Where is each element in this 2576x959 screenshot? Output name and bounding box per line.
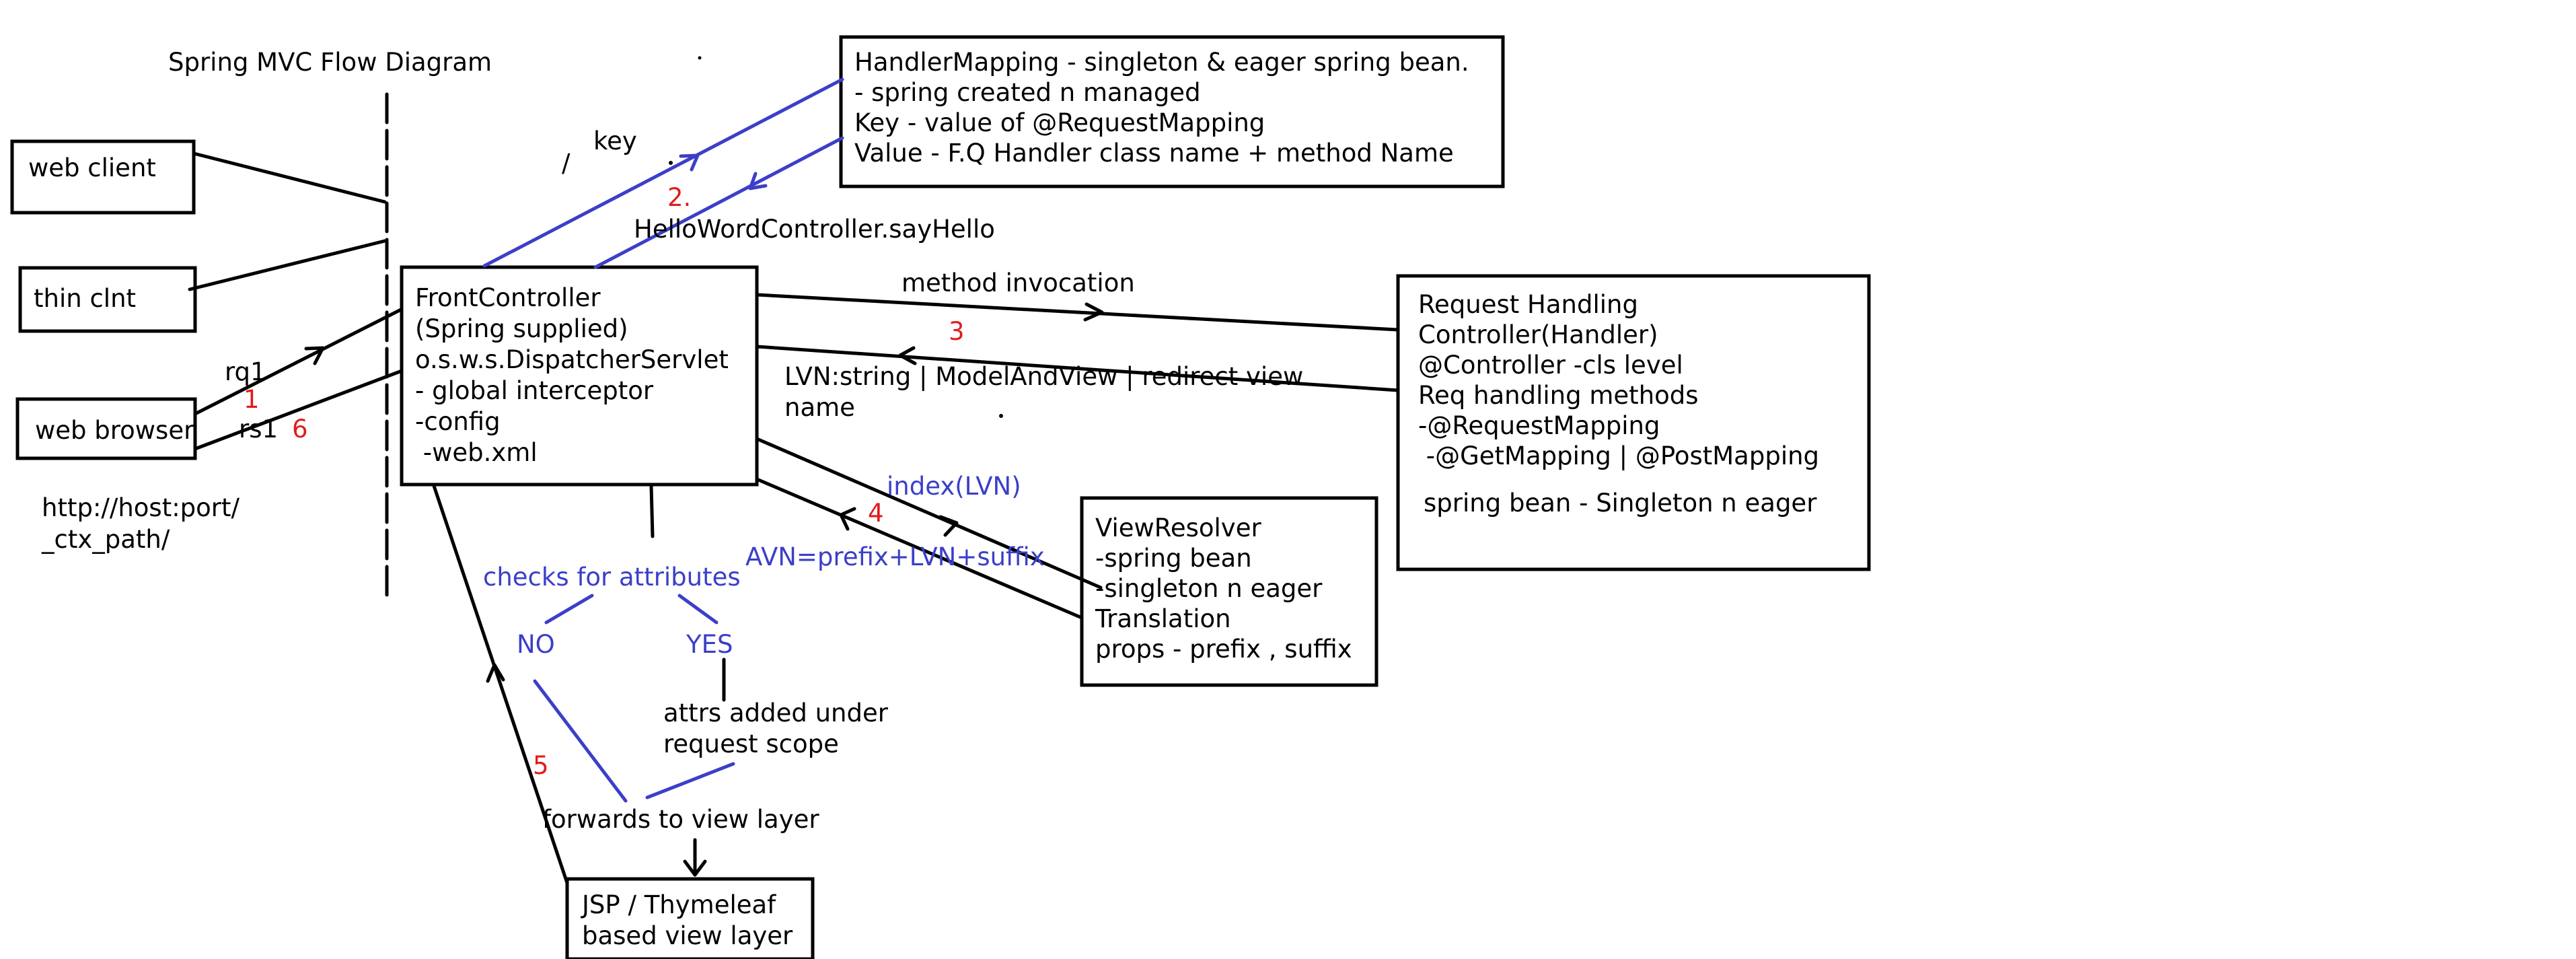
method-invocation-arrowhead: [1083, 302, 1104, 322]
step-5-label: 5: [533, 751, 549, 780]
yes-to-forward-line: [645, 762, 735, 800]
url-line-1: http://host:port/: [42, 493, 240, 522]
view-layer-line-2: based view layer: [582, 921, 793, 950]
key-request-line: [482, 77, 844, 268]
handler-mapping-line-4: Value - F.Q Handler class name + method …: [854, 139, 1454, 168]
handler-mapping-line-1: HandlerMapping - singleton & eager sprin…: [854, 48, 1469, 77]
front-controller-line-3: o.s.w.s.DispatcherServlet: [415, 345, 729, 374]
web-browser-box: web browser: [15, 397, 197, 460]
request-handler-line-6: -@GetMapping | @PostMapping: [1418, 441, 1819, 470]
index-lvn-line: [755, 437, 1103, 590]
view-resolver-line-2: -spring bean: [1095, 544, 1252, 573]
request-handler-line-5: -@RequestMapping: [1418, 411, 1660, 440]
stray-dot: [999, 414, 1003, 418]
slash-label: /: [562, 149, 571, 178]
avn-label: AVN=prefix+LVN+suffix: [745, 542, 1045, 571]
thin-client-box: thin clnt: [18, 266, 197, 333]
stray-dot: [669, 161, 673, 165]
view-resolver-line-3: -singleton n eager: [1095, 574, 1323, 603]
no-to-forward-line: [533, 679, 628, 803]
index-lvn-label: index(LVN): [887, 472, 1021, 501]
step-1-label: 1: [244, 385, 260, 414]
view-resolver-line-4: Translation: [1095, 604, 1231, 633]
view-layer-box: JSP / Thymeleaf based view layer: [565, 877, 815, 959]
no-branch-line: [544, 594, 594, 625]
avn-return-arrowhead: [839, 507, 856, 531]
request-handler-line-1: Request Handling: [1418, 290, 1638, 319]
attrs-added-line-2: request scope: [663, 730, 839, 758]
view-resolver-line-1: ViewResolver: [1095, 513, 1261, 542]
lvn-return-arrowhead: [898, 346, 917, 365]
url-line-2: _ctx_path/: [41, 525, 170, 554]
request-handler-line-2: Controller(Handler): [1418, 320, 1658, 349]
no-label: NO: [517, 630, 555, 659]
handler-name-label: HelloWordController.sayHello: [634, 215, 995, 244]
request-arrowhead: [304, 346, 325, 365]
web-browser-label: web browser: [35, 416, 194, 445]
request-handler-box: Request Handling Controller(Handler) @Co…: [1396, 274, 1871, 571]
rs1-label: rs1: [239, 415, 278, 443]
view-resolver-box: ViewResolver -spring bean -singleton n e…: [1080, 496, 1378, 687]
checks-stem-line: [649, 484, 655, 538]
front-controller-line-2: (Spring supplied): [415, 314, 628, 343]
yes-label: YES: [686, 630, 733, 659]
web-client-label: web client: [28, 153, 156, 182]
lvn-return-line-2: name: [784, 393, 855, 422]
diagram-title: Spring MVC Flow Diagram: [168, 48, 492, 77]
stray-dot: [698, 56, 702, 60]
handler-return-line: [593, 136, 844, 269]
lvn-return-line-1: LVN:string | ModelAndView | redirect vie…: [784, 362, 1303, 391]
request-handler-line-3: @Controller -cls level: [1418, 351, 1683, 380]
web-client-box: web client: [10, 139, 196, 215]
key-label: key: [593, 127, 637, 155]
checks-label: checks for attributes: [483, 563, 741, 592]
front-controller-line-6: -web.xml: [415, 438, 538, 467]
step-6-label: 6: [292, 415, 308, 443]
avn-return-line: [755, 477, 1084, 620]
key-request-arrowhead: [679, 153, 700, 172]
front-controller-line-1: FrontController: [415, 283, 601, 312]
view-resolver-line-5: props - prefix , suffix: [1095, 635, 1352, 664]
url-text: http://host:port/ _ctx_path/: [41, 493, 240, 554]
step-4-label: 4: [868, 499, 884, 528]
view-response-line: [432, 484, 569, 885]
handler-mapping-box: HandlerMapping - singleton & eager sprin…: [839, 35, 1505, 188]
yes-branch-line: [677, 594, 719, 625]
front-controller-line-4: - global interceptor: [415, 376, 654, 405]
rq1-label: rq1: [225, 357, 266, 386]
step-2-label: 2.: [667, 183, 691, 212]
front-controller-box: FrontController (Spring supplied) o.s.w.…: [400, 265, 759, 487]
method-invocation-line: [755, 293, 1400, 332]
forwards-label: forwards to view layer: [542, 805, 819, 834]
attrs-added-line-1: attrs added under: [663, 699, 889, 727]
lvn-return-line: [755, 345, 1400, 392]
forward-arrowhead: [683, 859, 707, 877]
method-invocation-label: method invocation: [901, 269, 1135, 297]
thin-client-label: thin clnt: [34, 284, 136, 313]
handler-mapping-line-3: Key - value of @RequestMapping: [854, 108, 1265, 137]
request-handler-footer: spring bean - Singleton n eager: [1424, 489, 1817, 518]
view-layer-line-1: JSP / Thymeleaf: [581, 890, 776, 919]
thin-client-connector: [188, 239, 387, 291]
view-response-arrowhead: [486, 663, 505, 683]
front-controller-line-5: -config: [415, 407, 501, 436]
handler-mapping-line-2: - spring created n managed: [854, 78, 1201, 107]
response-line: [193, 368, 406, 451]
index-lvn-arrowhead: [939, 515, 959, 537]
request-line: [193, 306, 406, 416]
handler-return-arrowhead: [748, 172, 768, 190]
request-handler-line-4: Req handling methods: [1418, 381, 1699, 410]
step-3-label: 3: [949, 317, 965, 346]
web-client-connector: [192, 151, 387, 204]
